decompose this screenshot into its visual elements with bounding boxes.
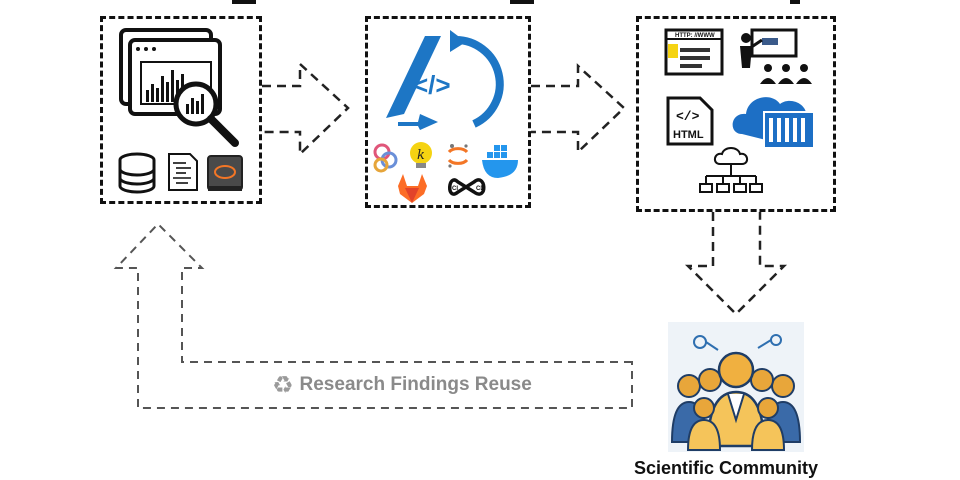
code-file-icon	[168, 153, 198, 191]
cropped-title-stub-2	[510, 0, 534, 4]
network-hierarchy-icon	[699, 147, 763, 193]
julia-lightbulb-icon: k	[410, 142, 432, 168]
magnifier-icon	[173, 81, 239, 147]
html-file-icon: </>	[666, 96, 714, 146]
svg-text:</>: </>	[676, 109, 700, 124]
cloud-storage-icon	[732, 97, 815, 149]
web-page-icon	[664, 28, 724, 76]
flow-arrow-data-to-dev	[262, 61, 350, 157]
cropped-title-stub-1	[232, 0, 256, 4]
cropped-title-stub-3	[790, 0, 800, 4]
git-links-icon	[373, 143, 398, 173]
svg-text:</>: </>	[413, 70, 451, 100]
cd-label: CD	[476, 186, 485, 192]
scientific-community-icon	[668, 322, 804, 452]
svg-text:k: k	[417, 148, 425, 163]
ci-cd-icon	[448, 178, 486, 196]
gitlab-icon	[398, 174, 427, 203]
recycle-icon: ♻	[272, 371, 294, 399]
reuse-label-text: Research Findings Reuse	[299, 374, 532, 395]
url-text: HTTP: //WWW	[675, 33, 715, 39]
ci-label: CI	[452, 186, 458, 192]
flow-arrow-pub-to-community	[684, 212, 788, 316]
reuse-loop-arrow	[113, 222, 633, 409]
html-label: HTML	[673, 129, 704, 141]
presentation-icon	[740, 28, 812, 84]
devops-code-icon: </>	[386, 30, 504, 130]
community-label: Scientific Community	[634, 458, 819, 478]
reuse-label: ♻ Research Findings Reuse	[272, 371, 532, 399]
notebook-icon	[207, 155, 243, 191]
jupyter-icon	[447, 144, 469, 168]
flow-arrow-dev-to-pub	[531, 63, 626, 155]
database-icon	[118, 152, 156, 194]
docker-icon	[482, 145, 518, 178]
